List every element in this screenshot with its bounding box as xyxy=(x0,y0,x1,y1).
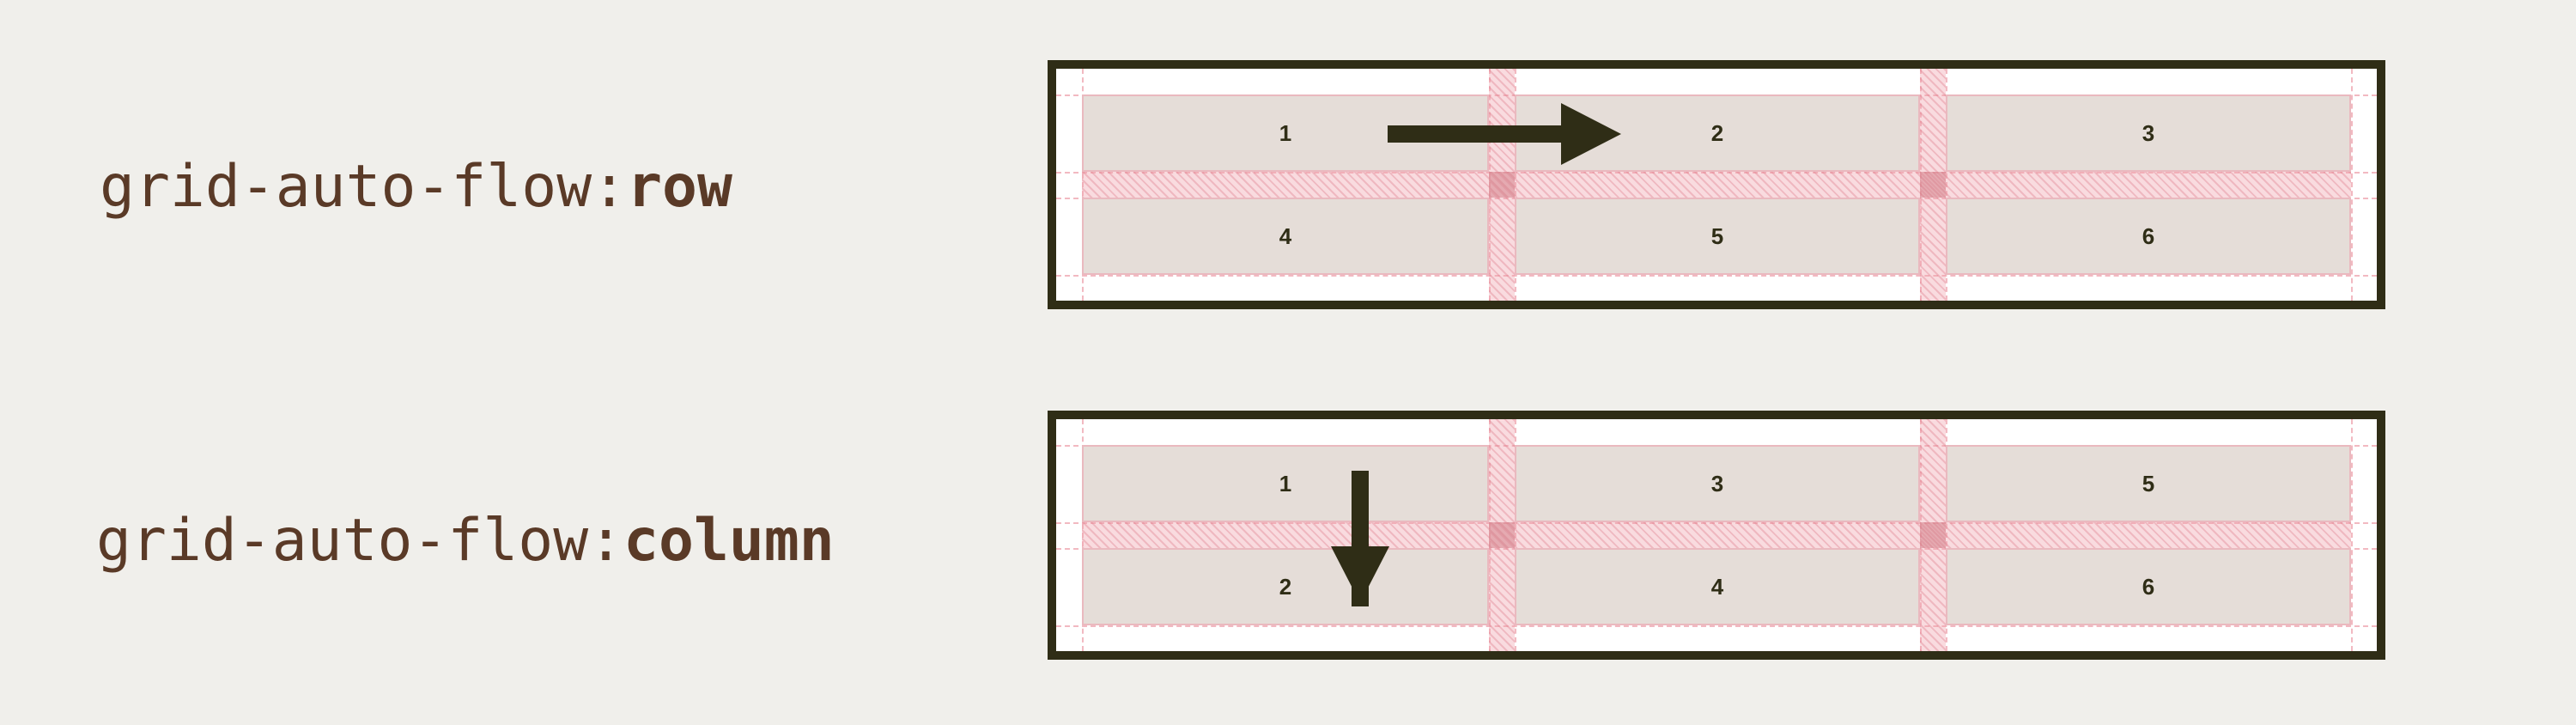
row-label-property: grid-auto-flow: xyxy=(100,153,628,221)
column-guide-line xyxy=(1515,419,1516,651)
row-grid-cell: 6 xyxy=(1946,198,2351,275)
column-guide-line xyxy=(1082,419,1084,651)
arrow-down-icon xyxy=(1331,471,1389,606)
column-guide-line xyxy=(1056,522,2377,524)
column-column-gap xyxy=(1920,419,1946,651)
column-grid-cell: 5 xyxy=(1946,445,2351,522)
example-row: grid-auto-flow:row 1 2 3 4 5 6 xyxy=(0,60,2576,318)
row-guide-line xyxy=(1056,275,2377,277)
column-grid-cell: 3 xyxy=(1515,445,1920,522)
column-gap-intersection xyxy=(1920,522,1946,548)
row-grid-diagram: 1 2 3 4 5 6 xyxy=(1048,60,2385,309)
column-label: grid-auto-flow:column xyxy=(96,512,835,570)
row-label: grid-auto-flow:row xyxy=(100,158,732,216)
column-grid-diagram: 1 3 5 2 4 6 xyxy=(1048,411,2385,660)
row-guide-line xyxy=(1489,69,1491,301)
row-grid-cell: 2 xyxy=(1515,94,1920,172)
column-label-property: grid-auto-flow: xyxy=(96,507,624,575)
row-guide-line xyxy=(1946,69,1947,301)
row-column-gap xyxy=(1489,69,1515,301)
column-guide-line xyxy=(1056,625,2377,627)
row-gap-intersection xyxy=(1920,172,1946,198)
row-column-gap xyxy=(1920,69,1946,301)
row-grid-cell: 5 xyxy=(1515,198,1920,275)
column-column-gap xyxy=(1489,419,1515,651)
column-grid-cell: 4 xyxy=(1515,548,1920,625)
column-grid-cell: 6 xyxy=(1946,548,2351,625)
row-guide-line xyxy=(2351,69,2353,301)
row-row-gap xyxy=(1082,172,2351,198)
row-guide-line xyxy=(1056,172,2377,174)
row-guide-line xyxy=(1082,69,1084,301)
row-gap-intersection xyxy=(1489,172,1515,198)
column-guide-line xyxy=(1920,419,1922,651)
row-grid-cell: 4 xyxy=(1082,198,1489,275)
example-column: grid-auto-flow:column 1 3 5 2 4 6 xyxy=(0,411,2576,668)
column-gap-intersection xyxy=(1489,522,1515,548)
row-grid-cell: 3 xyxy=(1946,94,2351,172)
column-guide-line xyxy=(1946,419,1947,651)
column-label-value: column xyxy=(623,507,835,575)
column-guide-line xyxy=(1489,419,1491,651)
row-guide-line xyxy=(1920,69,1922,301)
row-guide-line xyxy=(1515,69,1516,301)
arrow-right-icon xyxy=(1388,103,1621,165)
column-grid-cell: 2 xyxy=(1082,548,1489,625)
column-guide-line xyxy=(2351,419,2353,651)
row-label-value: row xyxy=(627,153,732,221)
column-grid-cell: 1 xyxy=(1082,445,1489,522)
column-row-gap xyxy=(1082,522,2351,548)
